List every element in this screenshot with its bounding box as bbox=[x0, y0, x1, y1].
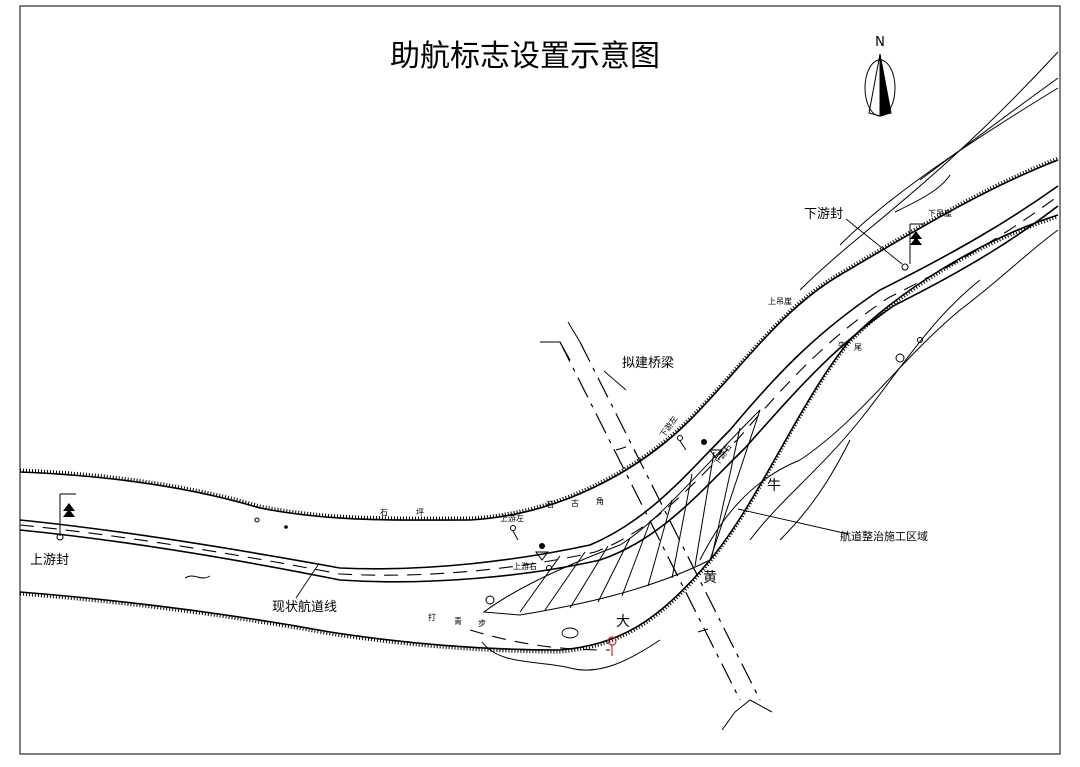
proposed-bridge bbox=[540, 321, 773, 731]
place-da-huang-niu-1: 大 bbox=[616, 614, 630, 630]
terrain-lines bbox=[184, 51, 1059, 639]
diagram-title: 助航标志设置示意图 bbox=[390, 39, 660, 74]
label-proposed-bridge: 拟建桥梁 bbox=[622, 356, 674, 371]
place-shi-ping-1: 石 bbox=[380, 508, 388, 517]
label-upstream-right: 上游右 bbox=[513, 561, 537, 571]
place-da-qing-bu-3: 步 bbox=[478, 619, 486, 628]
navigation-mark-icons bbox=[56, 223, 924, 656]
place-shi-gu-jiao-3: 角 bbox=[596, 496, 604, 506]
label-upper-hanging-cliff: 上吊崖 bbox=[768, 297, 792, 306]
place-shi-gu-jiao-2: 古 bbox=[571, 498, 579, 508]
label-current-channel-line: 现状航道线 bbox=[272, 599, 337, 615]
map-labels: 上游封 下游封 现状航道线 拟建桥梁 航道整治施工区域 上游左 上游右 下游左 … bbox=[30, 207, 952, 630]
north-arrow-icon: N bbox=[864, 35, 896, 117]
north-label: N bbox=[875, 35, 885, 50]
place-niu-wei-1: 牛 bbox=[838, 340, 846, 350]
south-river-bank bbox=[19, 214, 1059, 671]
label-downstream-seal: 下游封 bbox=[804, 207, 843, 222]
leader-lines bbox=[295, 218, 903, 599]
label-downstream-left: 下游左 bbox=[657, 414, 679, 439]
place-da-huang-niu-3: 牛 bbox=[767, 478, 781, 494]
label-upstream-left: 上游左 bbox=[500, 513, 524, 523]
label-lower-hanging-cliff: 下吊崖 bbox=[928, 209, 952, 218]
label-upstream-seal-left: 上游封 bbox=[30, 553, 69, 568]
place-da-qing-bu-1: 打 bbox=[428, 612, 436, 622]
north-river-bank bbox=[19, 156, 1059, 521]
drawing-frame bbox=[19, 5, 1061, 755]
place-da-qing-bu-2: 青 bbox=[454, 616, 462, 626]
label-construction-zone: 航道整治施工区域 bbox=[840, 529, 928, 543]
navigation-channel bbox=[19, 185, 1059, 583]
construction-zone bbox=[482, 409, 761, 616]
place-shi-ping-2: 坪 bbox=[416, 508, 424, 517]
place-shi-gu-jiao-1: 石 bbox=[546, 500, 554, 509]
place-niu-wei-2: 尾 bbox=[854, 343, 862, 352]
place-da-huang-niu-2: 黄 bbox=[703, 569, 717, 586]
